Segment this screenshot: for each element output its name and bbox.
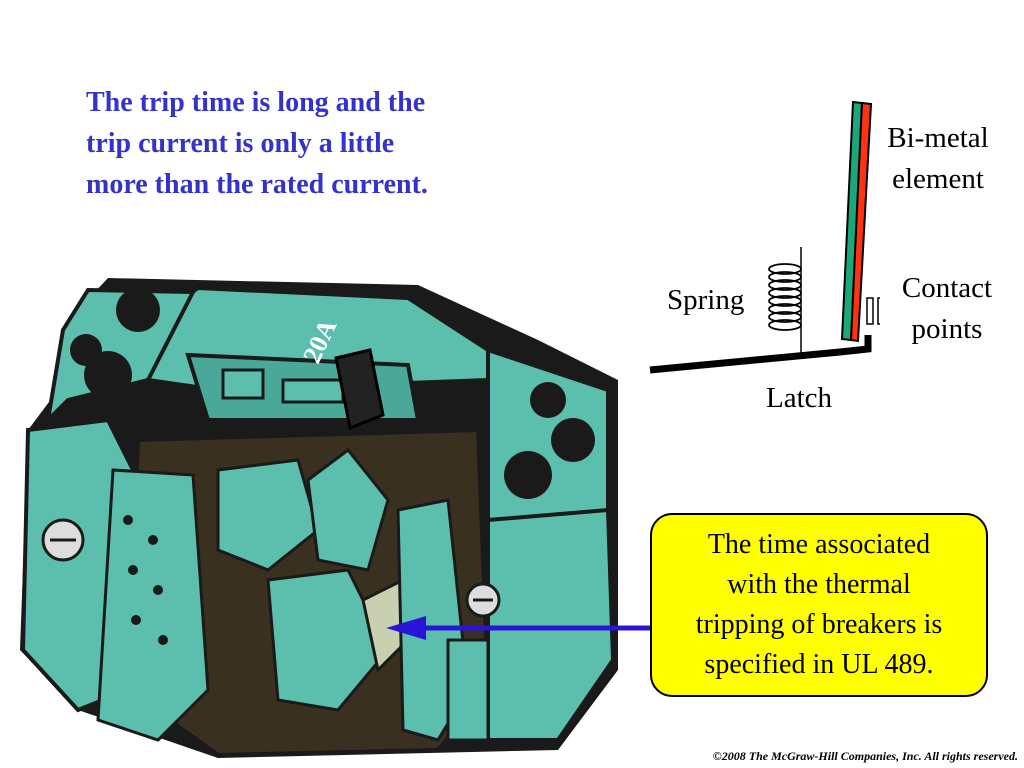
pointer-arrow	[386, 616, 652, 640]
bimetal-element-label: Bi-metal element	[887, 122, 989, 195]
spring-label: Spring	[667, 284, 745, 316]
callout-box: The time associated with the thermal tri…	[650, 513, 988, 697]
thermal-trip-mechanism-diagram	[649, 100, 880, 374]
contact-point-right	[877, 297, 880, 325]
callout-text: The time associated with the thermal tri…	[695, 529, 943, 680]
headline-text: The trip time is long and the trip curre…	[86, 87, 428, 200]
latch-bar	[649, 335, 872, 374]
contact-point-left	[866, 297, 874, 325]
copyright-notice: ©2008 The McGraw-Hill Companies, Inc. Al…	[712, 749, 1018, 763]
bimetal-red-layer	[849, 101, 873, 343]
spring-coil	[768, 263, 802, 331]
circuit-breaker-illustration: 20A	[20, 278, 618, 758]
contact-points-label: Contact points	[901, 272, 993, 345]
latch-label: Latch	[766, 382, 833, 414]
